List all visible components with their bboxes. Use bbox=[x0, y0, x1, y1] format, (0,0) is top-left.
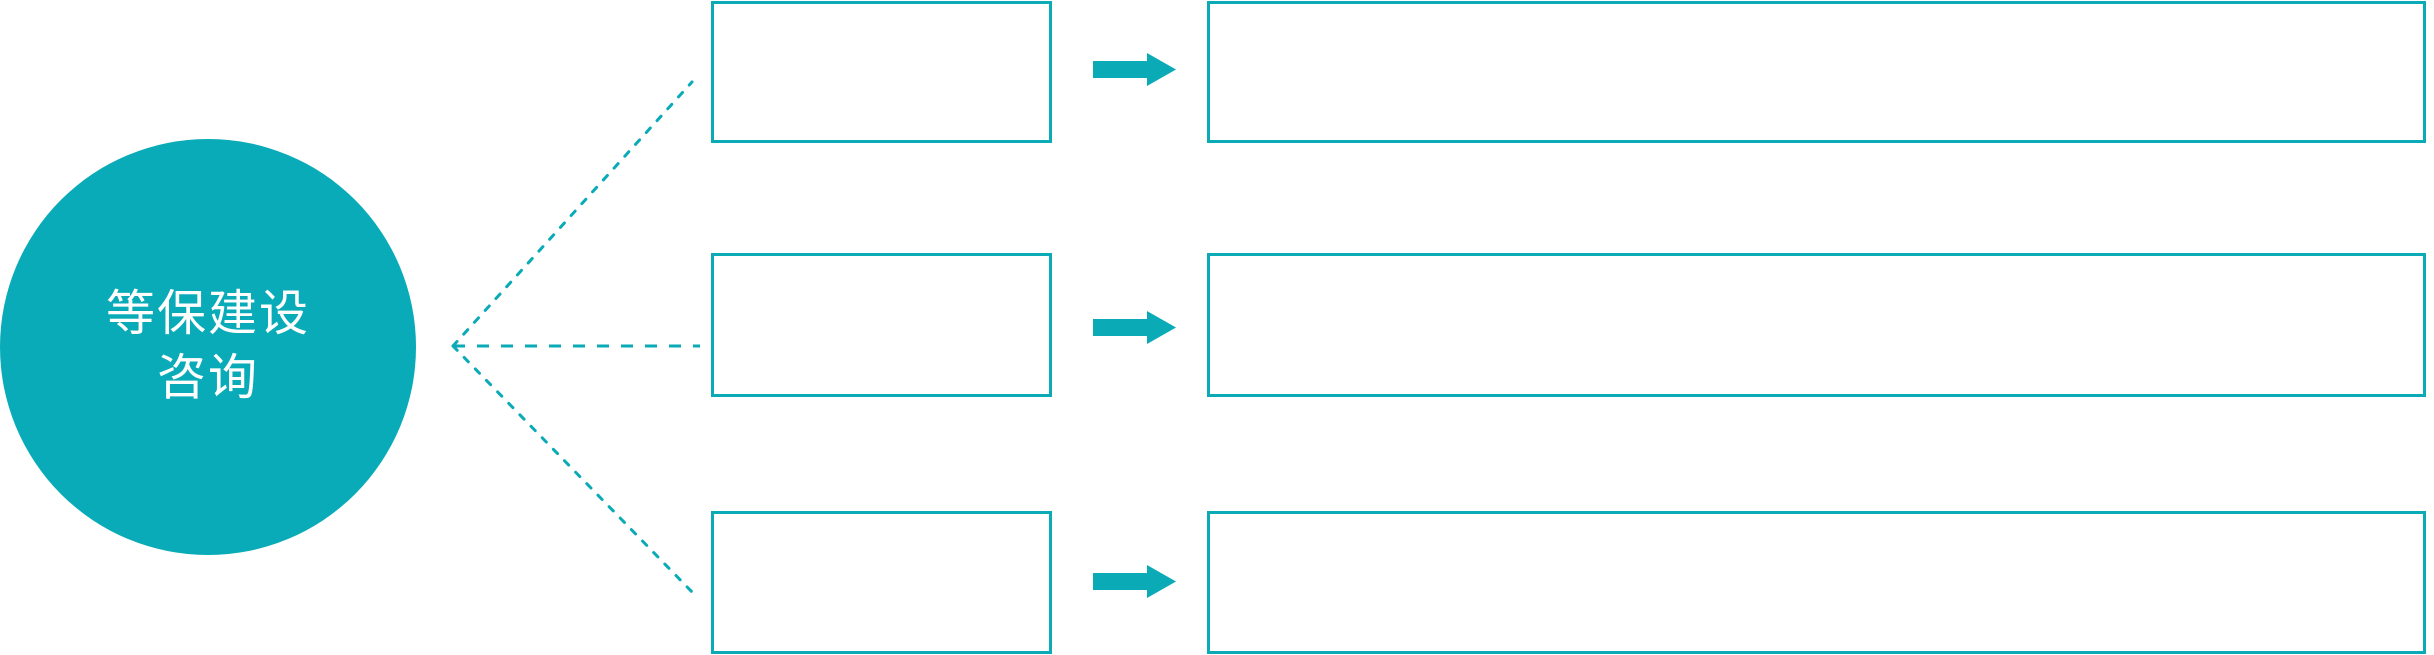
stage-box-1-label bbox=[714, 4, 1049, 24]
hub-node[interactable]: 等保建设 咨询 bbox=[0, 139, 416, 555]
stage-box-3-label bbox=[714, 514, 1049, 534]
stage-box-2[interactable] bbox=[711, 253, 1052, 397]
detail-box-3[interactable] bbox=[1207, 511, 2426, 654]
arrow-right-icon bbox=[1093, 311, 1176, 344]
stage-box-1[interactable] bbox=[711, 1, 1052, 143]
hub-label-line-1: 等保建设 bbox=[105, 287, 310, 342]
connector-line-bottom bbox=[451, 344, 694, 594]
detail-box-1-label bbox=[1210, 4, 2423, 24]
stage-box-3[interactable] bbox=[711, 511, 1052, 654]
detail-box-3-label bbox=[1210, 514, 2423, 534]
arrow-right-icon bbox=[1093, 53, 1176, 86]
arrow-right-icon bbox=[1093, 565, 1176, 598]
detail-box-2[interactable] bbox=[1207, 253, 2426, 397]
stage-box-2-label bbox=[714, 256, 1049, 276]
detail-box-2-label bbox=[1210, 256, 2423, 276]
hub-label-line-2: 咨询 bbox=[156, 351, 259, 405]
connector-line-top bbox=[451, 80, 694, 348]
detail-box-1[interactable] bbox=[1207, 1, 2426, 143]
